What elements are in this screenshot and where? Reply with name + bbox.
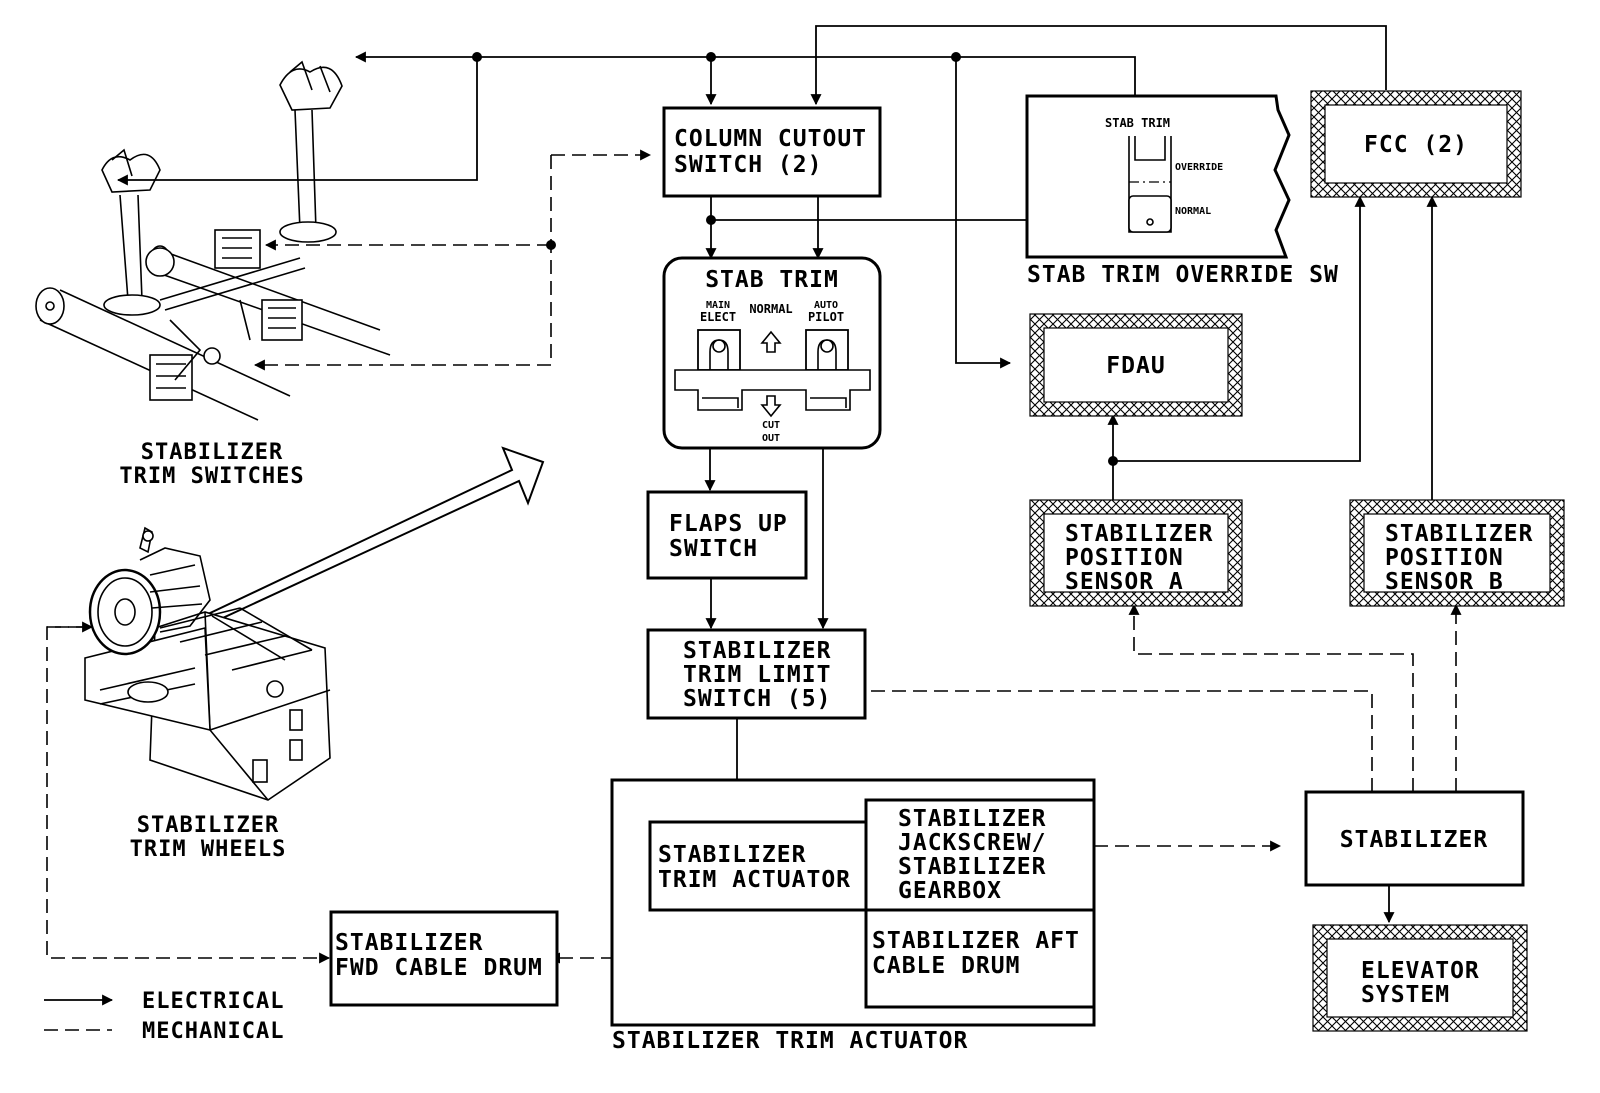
fwd-cable-drum-box — [329, 910, 559, 1007]
column-cutout-label-2: SWITCH (2) — [674, 152, 822, 178]
override-position-label: OVERRIDE — [1175, 162, 1223, 173]
trim-wheels-illustration — [84, 526, 331, 801]
flaps-up-label-1: FLAPS UP — [669, 511, 788, 537]
normal-position-label: NORMAL — [1175, 206, 1211, 217]
normal-label: NORMAL — [749, 302, 792, 316]
trim-actuator-label-2: TRIM ACTUATOR — [658, 867, 851, 893]
elevator-system-box — [1312, 924, 1528, 1032]
jackscrew-label-2: JACKSCREW/ — [898, 830, 1046, 856]
flaps-up-label-2: SWITCH — [669, 536, 758, 562]
trim-switches-label-2: TRIM SWITCHES — [119, 464, 304, 489]
sensor-b-box — [1349, 499, 1565, 607]
cut-label: CUT — [762, 420, 780, 431]
fwd-drum-label-1: STABILIZER — [335, 930, 483, 956]
trim-limit-switch-box — [646, 628, 867, 720]
stabilizer-label: STABILIZER — [1340, 827, 1488, 853]
sensor-b-label-2: POSITION — [1385, 545, 1504, 571]
legend-mechanical-label: MECHANICAL — [142, 1019, 284, 1044]
pointer-arrow — [206, 446, 545, 624]
trim-wheels-label-2: TRIM WHEELS — [130, 837, 287, 862]
jackscrew-label-1: STABILIZER — [898, 806, 1046, 832]
flaps-up-switch-box — [646, 490, 808, 580]
stabilizer-box — [1304, 790, 1525, 887]
aft-drum-label-2: CABLE DRUM — [872, 953, 1020, 979]
out-label: OUT — [762, 433, 780, 444]
sensor-a-label-3: SENSOR A — [1065, 569, 1184, 595]
mechanical-connections — [46, 149, 1462, 964]
electrical-connections — [116, 25, 1438, 924]
stab-trim-override-panel: STAB TRIM OVERRIDE NORMAL — [1025, 94, 1291, 259]
legend: ELECTRICAL MECHANICAL — [44, 989, 284, 1044]
normal-arrow-icon — [760, 330, 782, 353]
fdau-label: FDAU — [1106, 353, 1165, 379]
sensor-b-label-1: STABILIZER — [1385, 521, 1533, 547]
sensor-a-label-2: POSITION — [1065, 545, 1184, 571]
auto-pilot-label-1: AUTO — [814, 300, 838, 311]
override-switch-caption: STAB TRIM OVERRIDE SW — [1027, 262, 1339, 288]
auto-pilot-switch — [805, 329, 849, 371]
sensor-b-label-3: SENSOR B — [1385, 569, 1504, 595]
trim-switches-illustration — [35, 60, 391, 421]
column-cutout-label-1: COLUMN CUTOUT — [674, 126, 867, 152]
trim-wheels-label-1: STABILIZER — [137, 813, 279, 838]
auto-pilot-label-2: PILOT — [808, 310, 844, 324]
fcc-label: FCC (2) — [1364, 132, 1468, 158]
elevator-label-2: SYSTEM — [1361, 982, 1450, 1008]
aft-cable-drum-box — [864, 908, 1096, 1009]
stab-trim-panel-title: STAB TRIM — [705, 267, 839, 293]
stab-trim-cutout-panel: STAB TRIM MAIN ELECT NORMAL AUTO PILOT C… — [662, 256, 882, 450]
jackscrew-label-3: STABILIZER — [898, 854, 1046, 880]
trim-actuator-label-1: STABILIZER — [658, 842, 806, 868]
aft-drum-label-1: STABILIZER AFT — [872, 928, 1080, 954]
main-elect-label-1: MAIN — [706, 300, 730, 311]
fcc-box — [1310, 90, 1522, 198]
elevator-label-1: ELEVATOR — [1361, 958, 1480, 984]
trim-switches-label-1: STABILIZER — [141, 440, 283, 465]
jackscrew-gearbox-box — [864, 798, 1096, 912]
trim-limit-label-2: TRIM LIMIT — [683, 662, 831, 688]
override-toggle-guard — [1128, 195, 1172, 233]
sensor-a-box — [1029, 499, 1243, 607]
fdau-box — [1029, 313, 1243, 417]
trim-limit-label-3: SWITCH (5) — [683, 686, 831, 712]
actuator-assembly-caption: STABILIZER TRIM ACTUATOR — [612, 1028, 968, 1054]
main-elect-switch — [697, 329, 741, 371]
fwd-drum-label-2: FWD CABLE DRUM — [335, 955, 543, 981]
legend-electrical-label: ELECTRICAL — [142, 989, 284, 1014]
sensor-a-label-1: STABILIZER — [1065, 521, 1213, 547]
column-cutout-switch-box — [662, 106, 882, 198]
main-elect-label-2: ELECT — [700, 310, 736, 324]
cutout-arrow-icon — [760, 395, 782, 418]
trim-limit-label-1: STABILIZER — [683, 638, 831, 664]
jackscrew-label-4: GEARBOX — [898, 878, 1002, 904]
override-panel-title: STAB TRIM — [1105, 116, 1170, 130]
